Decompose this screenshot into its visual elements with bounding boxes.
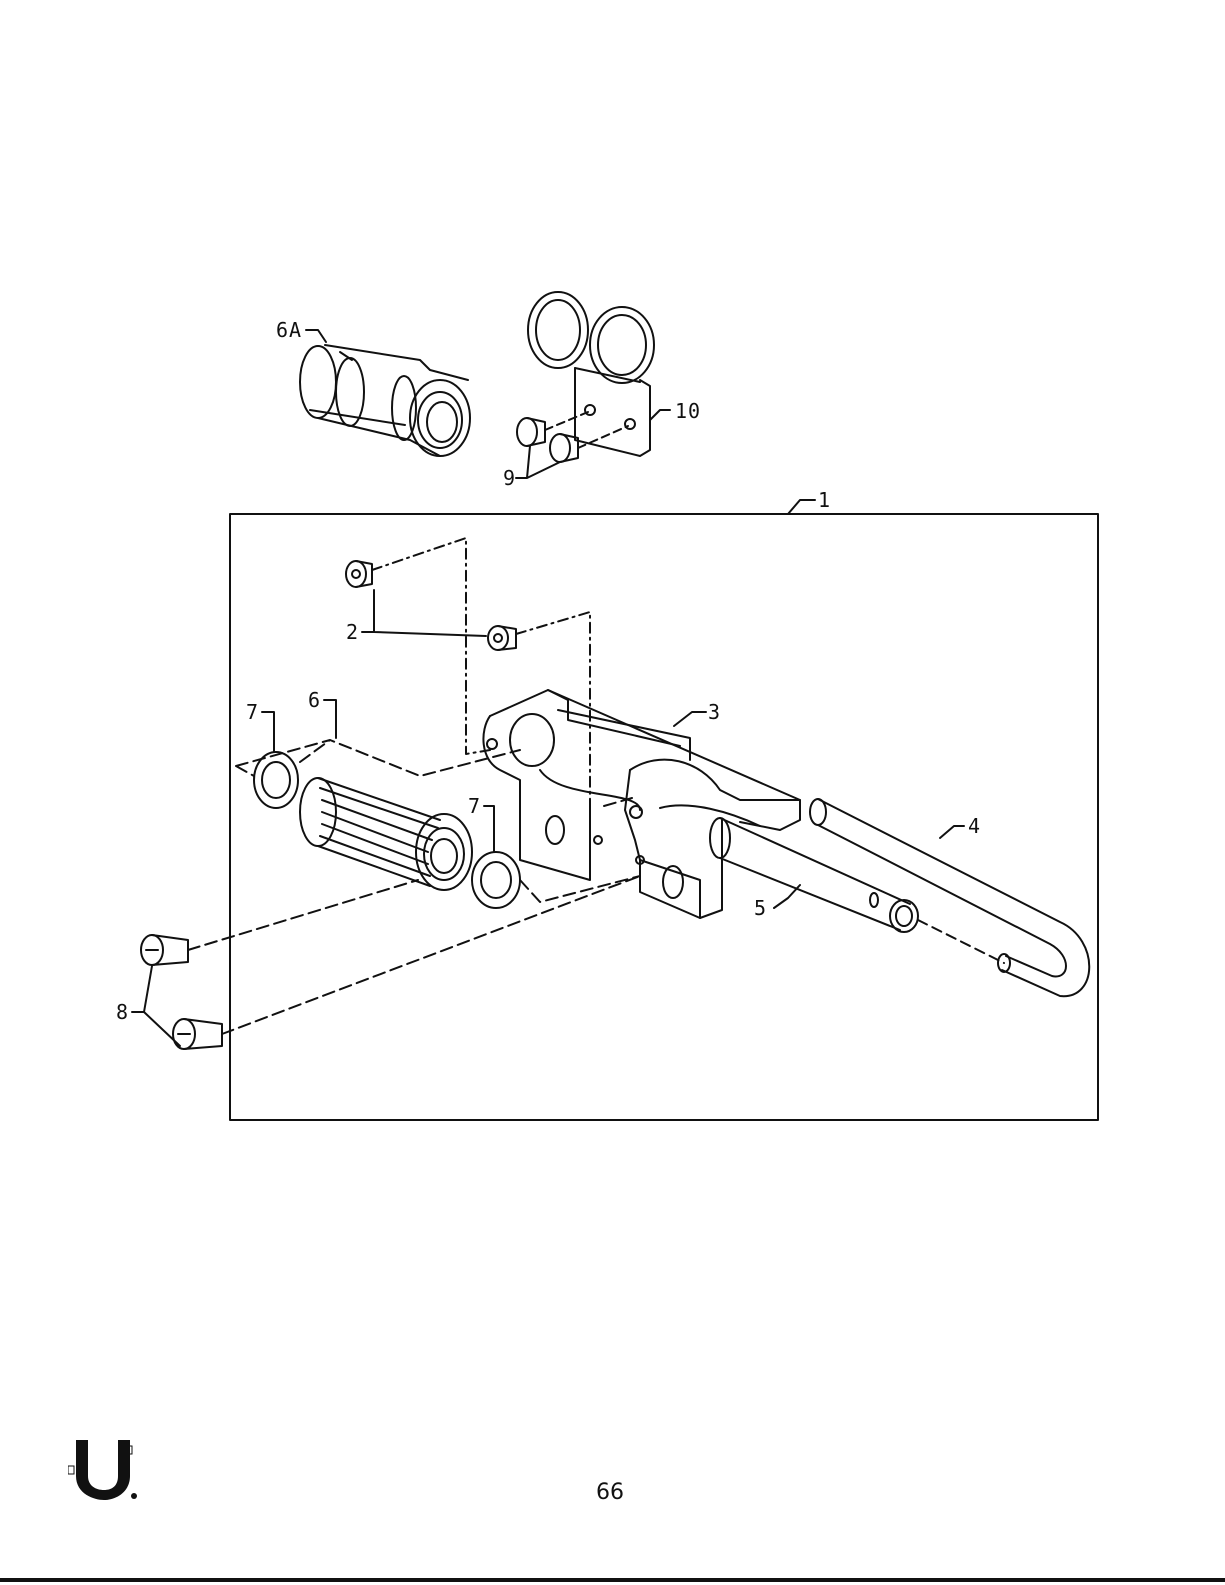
part-3-housing xyxy=(483,690,800,918)
brand-logo xyxy=(68,1432,138,1502)
leader-4 xyxy=(940,826,964,838)
callout-8: 8 xyxy=(116,1002,129,1022)
part-6a-cylinder xyxy=(300,345,470,456)
leader-10 xyxy=(650,410,670,420)
pin-dashline xyxy=(918,920,1004,963)
leader-2 xyxy=(362,590,486,636)
bottom-rule xyxy=(0,1578,1225,1582)
callout-10: 10 xyxy=(675,401,701,421)
leader-5 xyxy=(774,885,800,908)
callout-5: 5 xyxy=(754,898,767,918)
callout-9: 9 xyxy=(503,468,516,488)
leader-7-right xyxy=(484,806,494,852)
callout-1: 1 xyxy=(818,490,831,510)
callout-7-left: 7 xyxy=(246,702,259,722)
leader-1 xyxy=(788,500,815,514)
leader-9 xyxy=(516,446,560,478)
part-2-set-screws xyxy=(346,561,516,650)
part-7-washers xyxy=(254,752,520,908)
part-6-fluted-roller xyxy=(300,778,472,890)
screw-8-dashlines xyxy=(188,876,640,1034)
callout-7-right: 7 xyxy=(468,796,481,816)
callout-6: 6 xyxy=(308,690,321,710)
callout-3: 3 xyxy=(708,702,721,722)
leader-6a xyxy=(306,330,326,342)
leader-6 xyxy=(324,700,336,738)
callout-4: 4 xyxy=(968,816,981,836)
leader-3 xyxy=(674,712,706,726)
part-10-ring-bracket xyxy=(528,292,654,456)
callout-2: 2 xyxy=(346,622,359,642)
callout-6a: 6A xyxy=(276,320,302,340)
part-5-pin xyxy=(710,818,918,932)
page-number: 66 xyxy=(570,1480,650,1505)
part-9-screws xyxy=(517,418,578,462)
part-8-screws xyxy=(141,935,222,1049)
leader-7-left xyxy=(262,712,274,752)
